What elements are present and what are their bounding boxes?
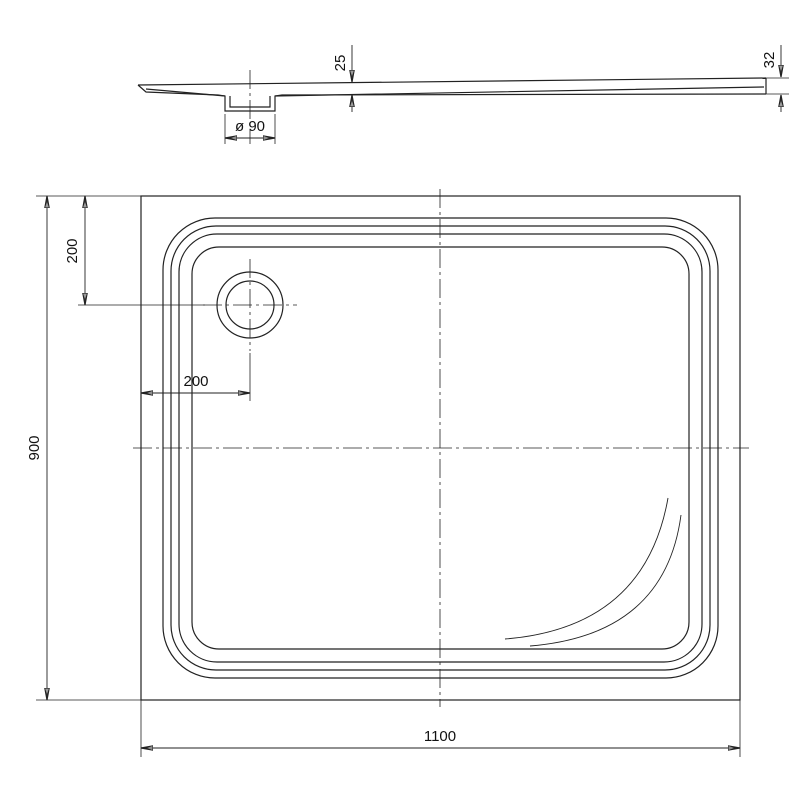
dim-label-overall-depth: 900: [26, 435, 43, 460]
dim-section-depth: 25: [332, 45, 352, 112]
floor-slope-line-1: [504, 497, 669, 640]
dim-label-depth: 25: [332, 55, 349, 72]
plan-view: 900 1100 200 200: [26, 189, 749, 757]
dim-drain-diameter: ø 90: [224, 114, 276, 144]
section-floor-line: [145, 86, 765, 97]
dim-drain-offset-left: 200: [141, 353, 251, 401]
dim-label-drain-offset-left: 200: [183, 373, 208, 390]
dim-label-drain-offset-top: 200: [64, 238, 81, 263]
dim-drain-offset-top: 200: [64, 196, 205, 306]
dim-label-overall-width: 1100: [424, 728, 456, 745]
dim-section-rim-height: 32: [761, 45, 789, 112]
floor-slope-line-2: [529, 514, 682, 647]
dim-label-drain-diameter: ø 90: [235, 118, 265, 135]
dim-label-rim-height: 32: [761, 52, 778, 69]
dim-overall-width: 1100: [140, 700, 741, 757]
section-top-edge: [137, 77, 767, 86]
section-view: 25 32 ø 90: [137, 45, 789, 144]
dim-overall-depth: 900: [26, 195, 141, 701]
